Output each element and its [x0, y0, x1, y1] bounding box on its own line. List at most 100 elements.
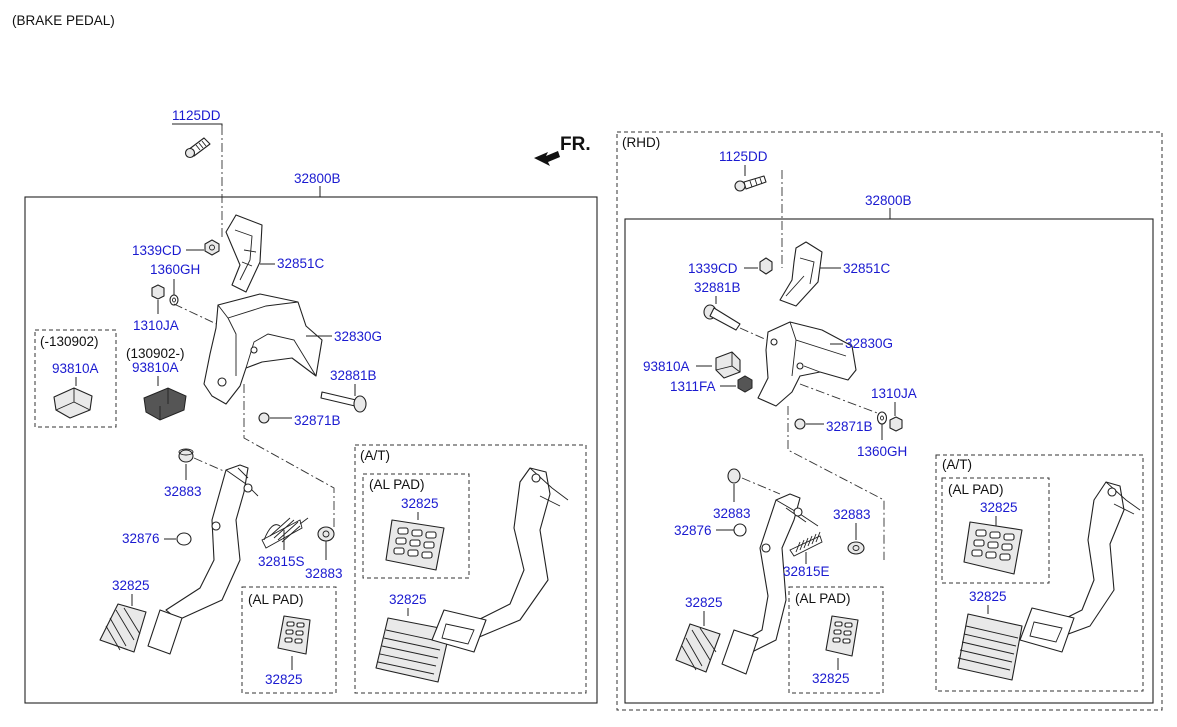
- at-pedal-pad-icon: [375, 617, 451, 683]
- label-32876-rhd[interactable]: 32876: [674, 523, 712, 538]
- label-32825-rhd-alpad[interactable]: 32825: [812, 671, 850, 686]
- rhd-at-al-pad-label: (AL PAD): [948, 482, 1004, 497]
- at-pedal-pad-icon: [957, 613, 1023, 681]
- rhd-label: (RHD): [622, 135, 660, 150]
- label-1310ja[interactable]: 1310JA: [133, 318, 179, 333]
- front-direction-arrow-icon: [534, 151, 560, 166]
- brake-switch-icon: [143, 387, 187, 421]
- diagram-title: (BRAKE PEDAL): [12, 13, 115, 28]
- nut-icon: [889, 416, 903, 432]
- pedal-pad-icon: [675, 623, 721, 673]
- label-93810a-old[interactable]: 93810A: [52, 361, 99, 376]
- label-32825-rhd[interactable]: 32825: [685, 595, 723, 610]
- bracket-32851c-icon: [779, 241, 823, 307]
- rhd-at-al-pad-box: [941, 477, 1050, 584]
- bracket-32851c-icon: [225, 214, 263, 293]
- at-label: (A/T): [360, 448, 390, 463]
- label-32830g[interactable]: 32830G: [334, 329, 382, 344]
- label-32815s[interactable]: 32815S: [258, 554, 305, 569]
- bush-icon: [178, 448, 194, 463]
- rhd-box: [616, 131, 1163, 711]
- at-al-pad-label: (AL PAD): [369, 477, 425, 492]
- label-32851c-rhd[interactable]: 32851C: [843, 261, 891, 276]
- label-32883-rhd-a[interactable]: 32883: [713, 506, 751, 521]
- rhd-section: (RHD) 32800B 1125DD 32851C 1339CD 32881B: [616, 131, 1163, 711]
- bolt-icon: [184, 137, 211, 159]
- bolt-icon: [734, 175, 767, 192]
- label-32825-rhd-at[interactable]: 32825: [969, 589, 1007, 604]
- rhd-at-label: (A/T): [942, 457, 972, 472]
- label-32800b-rhd[interactable]: 32800B: [865, 193, 912, 208]
- front-direction-label: FR.: [560, 134, 591, 155]
- label-32851c[interactable]: 32851C: [277, 256, 325, 271]
- label-93810a-rhd[interactable]: 93810A: [643, 359, 690, 374]
- label-32876[interactable]: 32876: [122, 531, 160, 546]
- label-32800b[interactable]: 32800B: [294, 171, 341, 186]
- bush-icon: [847, 541, 865, 555]
- stopper-icon: [176, 532, 192, 546]
- pin-icon: [703, 304, 741, 331]
- label-32830g-rhd[interactable]: 32830G: [845, 336, 893, 351]
- label-32883-a[interactable]: 32883: [164, 484, 202, 499]
- rhd-al-pad-box: [788, 586, 884, 694]
- bolt-icon: [794, 418, 806, 430]
- switch-old-range: (-130902): [40, 334, 99, 349]
- bush-icon: [317, 526, 335, 542]
- label-32881b[interactable]: 32881B: [330, 368, 377, 383]
- bracket-32830g-icon: [203, 293, 323, 405]
- at-pedal-arm-icon: [1045, 481, 1141, 641]
- label-32825-rhd-at-alpad[interactable]: 32825: [980, 500, 1018, 515]
- label-32871b[interactable]: 32871B: [294, 413, 341, 428]
- pedal-pad-icon: [147, 609, 183, 655]
- label-32883-b[interactable]: 32883: [305, 566, 343, 581]
- label-32815e[interactable]: 32815E: [783, 564, 830, 579]
- label-1339cd-rhd[interactable]: 1339CD: [688, 261, 738, 276]
- pedal-pad-icon: [1019, 607, 1075, 653]
- label-93810a-new[interactable]: 93810A: [132, 360, 179, 375]
- label-32883-rhd-b[interactable]: 32883: [833, 507, 871, 522]
- brake-switch-icon: [715, 351, 741, 379]
- pedal-pad-icon: [99, 603, 147, 653]
- label-1125dd-rhd[interactable]: 1125DD: [719, 149, 768, 164]
- switch-variant-box: [34, 329, 117, 428]
- assembly-frame: [24, 196, 598, 704]
- switch-new-range: (130902-): [126, 346, 185, 361]
- at-box: [354, 444, 587, 694]
- label-32881b-rhd[interactable]: 32881B: [694, 280, 741, 295]
- label-1310ja-rhd[interactable]: 1310JA: [871, 386, 917, 401]
- label-32825-at[interactable]: 32825: [389, 592, 427, 607]
- nut-icon: [151, 284, 165, 300]
- label-32825[interactable]: 32825: [112, 578, 150, 593]
- al-pedal-pad-icon: [385, 519, 445, 571]
- bush-icon: [727, 468, 741, 484]
- bracket-32830g-icon: [757, 321, 857, 407]
- label-1360gh[interactable]: 1360GH: [150, 262, 200, 277]
- label-32871b-rhd[interactable]: 32871B: [826, 419, 873, 434]
- al-pedal-pad-icon: [277, 615, 311, 655]
- rhd-al-pad-label: (AL PAD): [795, 591, 851, 606]
- al-pedal-pad-icon: [825, 615, 859, 657]
- stopper-icon: [733, 523, 747, 537]
- label-32825-alpad[interactable]: 32825: [265, 672, 303, 687]
- at-pedal-arm-icon: [461, 467, 569, 641]
- nut-icon: [737, 375, 753, 393]
- al-pedal-pad-icon: [963, 521, 1023, 575]
- return-spring-icon: [261, 517, 309, 549]
- label-1360gh-rhd[interactable]: 1360GH: [857, 444, 907, 459]
- label-1339cd[interactable]: 1339CD: [132, 243, 182, 258]
- at-al-pad-box: [362, 473, 470, 579]
- rhd-assembly-frame: [624, 218, 1154, 704]
- washer-icon: [169, 294, 179, 306]
- nut-icon: [759, 257, 773, 275]
- bolt-icon: [258, 412, 270, 424]
- pedal-pad-icon: [431, 609, 487, 653]
- label-32825-at-alpad[interactable]: 32825: [401, 496, 439, 511]
- return-spring-icon: [789, 531, 823, 557]
- label-1125dd[interactable]: 1125DD: [172, 108, 221, 123]
- al-pad-label: (AL PAD): [248, 592, 304, 607]
- brake-pedal-arm-icon: [165, 464, 259, 621]
- label-1311fa[interactable]: 1311FA: [670, 379, 716, 394]
- al-pad-box: [241, 586, 337, 694]
- washer-icon: [876, 411, 888, 425]
